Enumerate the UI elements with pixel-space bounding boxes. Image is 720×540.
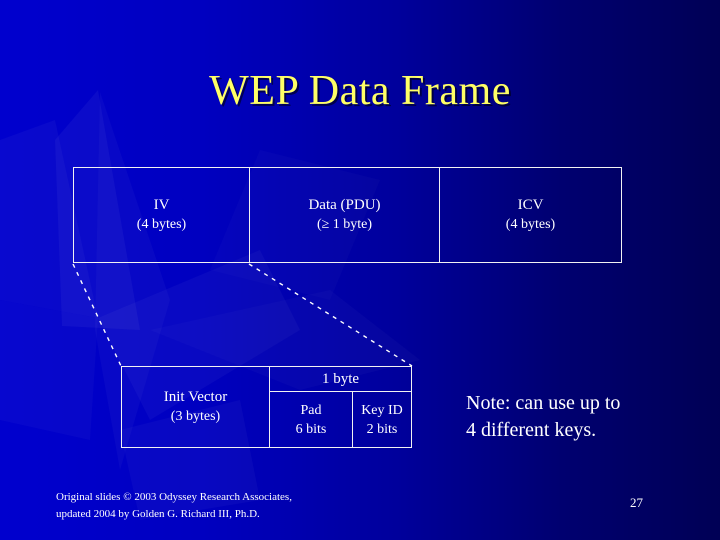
connector-line-right (248, 263, 413, 367)
footer-credit: Original slides © 2003 Odyssey Research … (56, 489, 476, 523)
detail-init-vector-size: (3 bytes) (170, 409, 221, 424)
frame-cell-icv-label: ICV (517, 197, 544, 213)
iv-expansion-table: Init Vector (3 bytes) 1 byte Pad 6 bits … (121, 366, 412, 448)
detail-right-column: 1 byte Pad 6 bits Key ID 2 bits (269, 367, 411, 447)
frame-cell-icv-size: (4 bytes) (505, 217, 556, 232)
frame-cell-data-size: (≥ 1 byte) (316, 217, 373, 232)
detail-cell-init-vector: Init Vector (3 bytes) (122, 367, 269, 447)
detail-pad-size: 6 bits (295, 421, 327, 437)
note-line-1: Note: can use up to (466, 392, 621, 414)
note-text: Note: can use up to 4 different keys. (466, 390, 706, 444)
detail-subfield-row: Pad 6 bits Key ID 2 bits (270, 392, 411, 447)
frame-cell-data: Data (PDU) (≥ 1 byte) (249, 168, 439, 262)
detail-pad-label: Pad (300, 402, 322, 418)
wep-frame-diagram: IV (4 bytes) Data (PDU) (≥ 1 byte) ICV (… (73, 167, 622, 263)
detail-key-id-size: 2 bits (366, 421, 398, 437)
detail-key-id-label: Key ID (361, 402, 403, 418)
connector-line-left (72, 263, 122, 367)
detail-byte-header: 1 byte (270, 367, 411, 392)
page-number: 27 (630, 495, 643, 510)
detail-cell-key-id: Key ID 2 bits (352, 392, 411, 447)
detail-cell-pad: Pad 6 bits (270, 392, 352, 447)
footer-line-2: updated 2004 by Golden G. Richard III, P… (56, 508, 260, 520)
note-line-2: 4 different keys. (466, 419, 597, 441)
frame-cell-iv-size: (4 bytes) (136, 217, 187, 232)
frame-cell-icv: ICV (4 bytes) (439, 168, 621, 262)
frame-cell-iv-label: IV (153, 197, 170, 213)
page-title: WEP Data Frame (209, 68, 511, 114)
frame-cell-data-label: Data (PDU) (308, 197, 381, 213)
frame-cell-iv: IV (4 bytes) (74, 168, 249, 262)
footer-line-1: Original slides © 2003 Odyssey Research … (56, 491, 292, 503)
detail-init-vector-label: Init Vector (163, 389, 228, 405)
